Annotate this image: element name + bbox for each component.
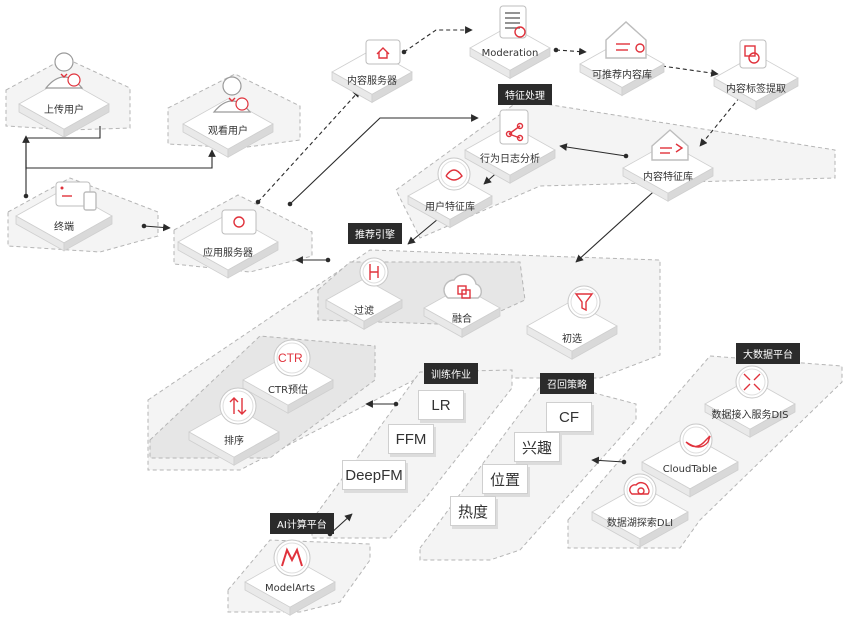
cloud-search-icon: [623, 473, 657, 507]
ctr-circle-icon: [273, 339, 311, 377]
link-app-content: [257, 89, 361, 203]
link-bigdata-recall: [591, 456, 625, 465]
label-filter: 过滤: [354, 306, 374, 317]
platform-dli: [591, 484, 689, 548]
platform-cloudtable: [641, 434, 739, 498]
recall-item-cf: CF: [546, 402, 592, 432]
platform-viewer: [182, 98, 274, 158]
link-content-moderation: [403, 26, 473, 53]
user-view-icon: [212, 76, 252, 113]
recall-item-hot: 热度: [450, 496, 496, 526]
training-item-ffm: FFM: [388, 424, 434, 454]
label-preselect: 初选: [562, 334, 582, 345]
tag-recall: 召回策略: [540, 373, 594, 394]
platform-filter: [325, 278, 403, 330]
link-app-behavior: [289, 114, 479, 205]
label-recommendable-lib: 可推荐内容库: [592, 70, 652, 81]
label-rank: 排序: [224, 436, 244, 447]
label-ctr: CTR预估: [267, 385, 309, 396]
label-behavior-log: 行为日志分析: [480, 154, 540, 165]
link-terminal-app: [143, 223, 171, 232]
tag-training: 训练作业: [424, 363, 478, 384]
label-cloudtable: CloudTable: [662, 464, 718, 475]
link-moderation-lib: [555, 47, 587, 56]
label-viewer: 观看用户: [208, 126, 248, 137]
link-feature-preselect: [575, 183, 663, 263]
platform-ctr: [242, 354, 334, 414]
label-terminal: 终端: [54, 222, 74, 233]
cloud-merge-icon: [443, 273, 482, 299]
tag-feature-processing: 特征处理: [498, 84, 552, 105]
tag-search-icon: [739, 39, 767, 69]
document-search-icon: [499, 5, 527, 39]
house-flag-icon: [651, 129, 689, 161]
training-item-lr: LR: [418, 390, 464, 420]
label-upload-user: 上传用户: [44, 105, 84, 116]
platform-modelarts: [244, 556, 336, 616]
label-content-server: 内容服务器: [347, 76, 397, 87]
label-user-feature: 用户特征库: [425, 202, 475, 213]
link-lib-tag: [661, 65, 719, 77]
link-feature-behavior: [559, 143, 627, 157]
sort-arrows-icon: [219, 387, 257, 425]
document-share-icon: [499, 109, 529, 145]
ctr-circle-icon-text: CTR: [278, 351, 303, 365]
platform-moderation: [469, 25, 551, 80]
funnel-icon: [567, 285, 601, 319]
monitor-home-icon: [365, 39, 401, 65]
terminal-devices-icon: [55, 181, 97, 211]
label-moderation: Moderation: [481, 48, 539, 59]
platform-user-feature: [407, 172, 493, 229]
label-dis: 数据接入服务DIS: [711, 410, 789, 421]
user-face-icon: [437, 157, 471, 191]
training-item-deepfm: DeepFM: [342, 460, 406, 490]
platform-rank: [188, 406, 280, 466]
label-content-tag-extract: 内容标签提取: [726, 84, 786, 95]
platform-behavior-log: [464, 124, 556, 184]
link-tag-feature: [699, 91, 745, 147]
modelarts-logo-icon: [273, 539, 311, 577]
label-dli: 数据湖探索DLI: [606, 518, 674, 529]
tag-ai-platform: AI计算平台: [270, 513, 334, 534]
monitor-gear-icon: [221, 209, 257, 235]
tag-rec-engine: 推荐引擎: [348, 223, 402, 244]
label-fusion: 融合: [452, 314, 472, 325]
data-ingest-icon: [735, 365, 769, 399]
whale-icon: [679, 423, 713, 457]
user-upload-icon: [44, 52, 84, 89]
link-terminal-viewer: [25, 149, 216, 169]
recall-item-location: 位置: [482, 464, 528, 494]
filter-branch-icon: [359, 257, 389, 287]
platform-content-feature: [622, 142, 714, 202]
label-content-feature: 内容特征库: [643, 172, 693, 183]
label-modelarts: ModelArts: [264, 583, 316, 594]
platform-dis: [704, 378, 796, 438]
label-app-server: 应用服务器: [203, 248, 253, 259]
recall-item-interest: 兴趣: [514, 432, 560, 462]
house-star-icon: [605, 21, 647, 59]
tag-bigdata: 大数据平台: [736, 343, 800, 364]
